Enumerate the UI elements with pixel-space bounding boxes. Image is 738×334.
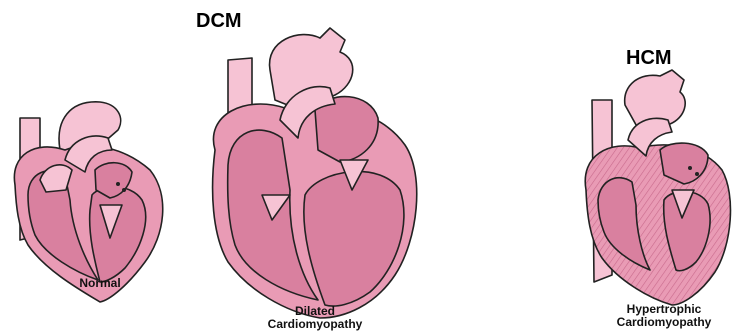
caption-hypertrophic-line1: Hypertrophic	[590, 303, 738, 316]
caption-dilated-line1: Dilated	[240, 305, 390, 318]
dilated-heart	[213, 28, 417, 318]
caption-hypertrophic: Hypertrophic Cardiomyopathy	[590, 303, 738, 328]
caption-hypertrophic-line2: Cardiomyopathy	[590, 316, 738, 329]
caption-normal-text: Normal	[79, 276, 120, 290]
hcm-tag: HCM	[626, 47, 672, 70]
hypertrophic-heart	[585, 70, 730, 305]
dcm-tag: DCM	[196, 10, 242, 33]
dilated-left-ventricle	[304, 171, 404, 306]
normal-heart	[14, 102, 162, 302]
caption-normal: Normal	[55, 277, 145, 290]
caption-dilated: Dilated Cardiomyopathy	[240, 305, 390, 330]
caption-dilated-line2: Cardiomyopathy	[240, 318, 390, 331]
